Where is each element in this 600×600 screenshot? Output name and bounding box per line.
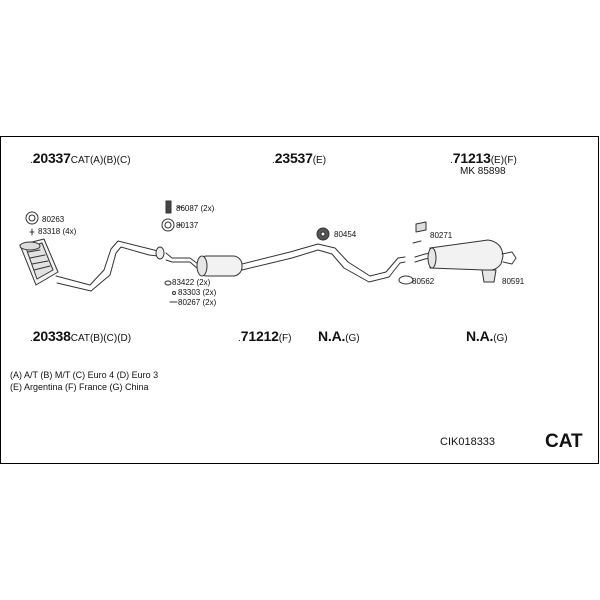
category-label: CAT [545,431,583,452]
part-number-suffix: (F) [278,333,292,344]
label-80263: 80263 [42,215,65,224]
part-number-main: 20337 [32,150,71,166]
part-number-20338[interactable]: .20338CAT(B)(C)(D) [30,329,131,346]
part-number-main: N.A. [318,328,346,344]
nut-83422-icon[interactable] [164,280,172,286]
part-number-suffix: CAT(B)(C)(D) [70,333,132,344]
rear-silencer[interactable] [414,239,517,271]
label-83422: 83422 (2x) [172,278,211,287]
label-80267: 80267 (2x) [178,298,217,307]
part-number-main: 23537 [274,150,313,166]
catalytic-converter[interactable] [19,238,165,292]
mk-note: MK 85898 [460,166,506,177]
part-number-na-2[interactable]: N.A.(G) [466,329,508,346]
part-dot: . [450,155,453,166]
part-number-23537[interactable]: .23537(E) [272,151,326,168]
part-number-71212[interactable]: .71212(F) [238,329,292,346]
label-80562: 80562 [412,277,435,286]
rubber-mount-80591-icon[interactable] [481,269,497,283]
part-number-na-1[interactable]: N.A.(G) [318,329,360,346]
middle-silencer[interactable] [165,243,406,283]
clamp-80562-icon[interactable] [398,275,414,285]
part-number-suffix: (E)(F) [490,155,517,166]
label-83318: 83318 (4x) [38,227,77,236]
part-number-main: 71213 [452,150,491,166]
bolt-80271-icon[interactable] [412,240,422,244]
part-number-71213[interactable]: .71213(E)(F) [450,151,517,168]
gasket-80137-icon[interactable] [161,218,175,232]
part-number-suffix: CAT(A)(B)(C) [70,155,131,166]
diagram-frame [0,136,599,464]
label-80454: 80454 [334,230,357,239]
label-80137: 80137 [176,221,199,230]
part-number-main: 71212 [240,328,279,344]
part-dot: . [30,333,33,344]
bolt-83318-icon[interactable] [29,228,35,236]
part-number-main: 20338 [32,328,71,344]
label-80271: 80271 [430,231,453,240]
hanger-80271-icon[interactable] [415,221,427,233]
part-number-suffix: (G) [345,333,360,344]
part-number-main: N.A. [466,328,494,344]
legend-line-1: (A) A/T (B) M/T (C) Euro 4 (D) Euro 3 [10,370,159,380]
part-number-suffix: (E) [312,155,327,166]
washer-83303-icon[interactable] [172,291,176,295]
part-number-20337[interactable]: .20337CAT(A)(B)(C) [30,151,131,168]
part-dot: . [30,155,33,166]
label-80591: 80591 [502,277,525,286]
part-dot: . [238,333,241,344]
part-number-suffix: (G) [493,333,508,344]
label-83303: 83303 (2x) [178,288,217,297]
legend-line-2: (E) Argentina (F) France (G) China [10,382,149,392]
reference-code: CIK018333 [440,436,496,448]
label-86087: 86087 (2x) [176,204,215,213]
gasket-80263-icon[interactable] [25,211,39,225]
bolt-86087-icon[interactable] [165,200,172,214]
part-dot: . [272,155,275,166]
